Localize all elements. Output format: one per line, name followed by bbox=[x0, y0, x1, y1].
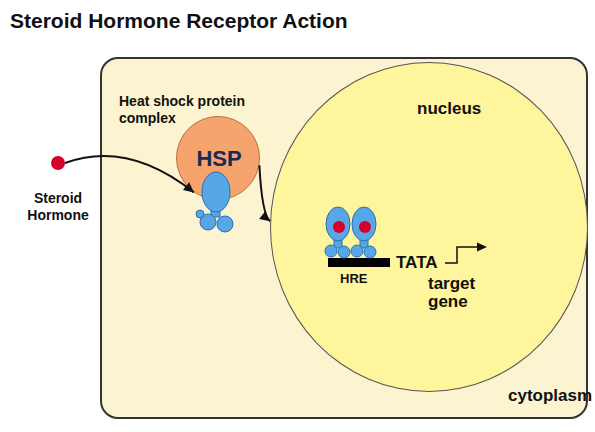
gene-label: target gene bbox=[428, 275, 490, 311]
curved-arrow bbox=[259, 165, 270, 221]
promoter-label: TATA bbox=[396, 253, 456, 273]
compartment-label: nucleus bbox=[417, 99, 507, 119]
hsp-label: HSP bbox=[177, 146, 261, 172]
compartment-label: cytoplasm bbox=[508, 386, 588, 406]
curved-arrow bbox=[65, 156, 194, 192]
arrowhead bbox=[183, 182, 194, 192]
complex-heading: Heat shock protein complex bbox=[119, 93, 259, 127]
hsp-circle: Heat shock protein complexHSP bbox=[176, 116, 260, 200]
hormone-dot: Steroid Hormone bbox=[51, 156, 65, 170]
cell-box: cytoplasmHeat shock protein complexHSPnu… bbox=[100, 57, 588, 419]
arrow-line bbox=[65, 156, 194, 192]
hormone-label: Steroid Hormone bbox=[23, 190, 93, 224]
nucleus-ellipse: nucleus bbox=[270, 62, 588, 392]
arrow-line bbox=[259, 165, 270, 221]
arrowhead bbox=[259, 211, 270, 221]
diagram-title: Steroid Hormone Receptor Action bbox=[10, 8, 348, 33]
element-label: HRE bbox=[340, 271, 380, 286]
